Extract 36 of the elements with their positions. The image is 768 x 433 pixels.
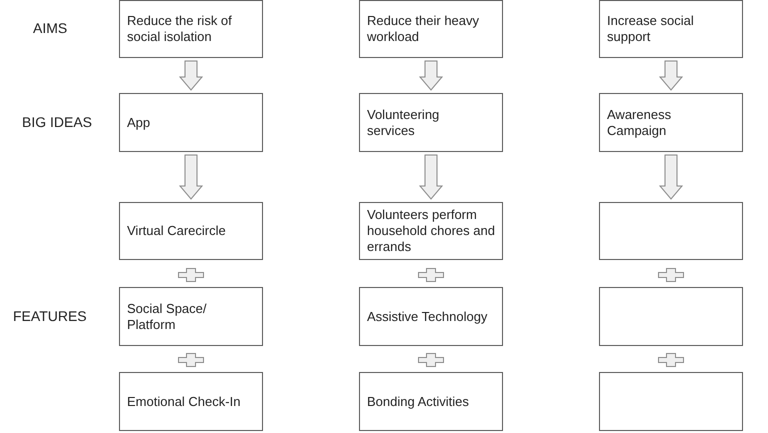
process-box	[119, 287, 263, 346]
row-label: BIG IDEAS	[22, 114, 92, 130]
block-arrow	[658, 60, 684, 91]
process-box	[359, 93, 503, 152]
process-box	[359, 0, 503, 58]
row-label: AIMS	[33, 20, 68, 36]
box-text: App	[127, 114, 150, 130]
process-box	[119, 0, 263, 58]
box-text: Bonding Activities	[367, 394, 469, 410]
box-text: Volunteers perform household chores and errands	[367, 207, 496, 255]
process-box	[119, 202, 263, 260]
process-box	[119, 93, 263, 152]
box-text: Social Space/ Platform	[127, 300, 208, 332]
block-arrow	[658, 154, 684, 200]
box-text: Volunteering services	[367, 106, 440, 138]
process-box	[359, 202, 503, 260]
box-text: Reduce their heavy workload	[367, 13, 480, 45]
process-box	[119, 372, 263, 431]
process-box	[599, 93, 743, 152]
box-text: Reduce the risk of social isolation	[127, 13, 233, 45]
box-text: Emotional Check-In	[127, 394, 240, 410]
block-arrow	[418, 154, 444, 200]
empty-box	[599, 287, 743, 346]
empty-box	[599, 372, 743, 431]
empty-box	[599, 202, 743, 260]
process-box	[359, 372, 503, 431]
box-text: Assistive Technology	[367, 308, 488, 324]
block-arrow	[418, 60, 444, 91]
block-arrow	[178, 154, 204, 200]
process-box	[599, 0, 743, 58]
process-box	[359, 287, 503, 346]
row-label: FEATURES	[13, 308, 87, 324]
block-arrow	[178, 60, 204, 91]
box-text: Increase social support	[607, 13, 695, 45]
box-text: Awareness Campaign	[607, 106, 672, 138]
box-text: Virtual Carecircle	[127, 223, 226, 239]
